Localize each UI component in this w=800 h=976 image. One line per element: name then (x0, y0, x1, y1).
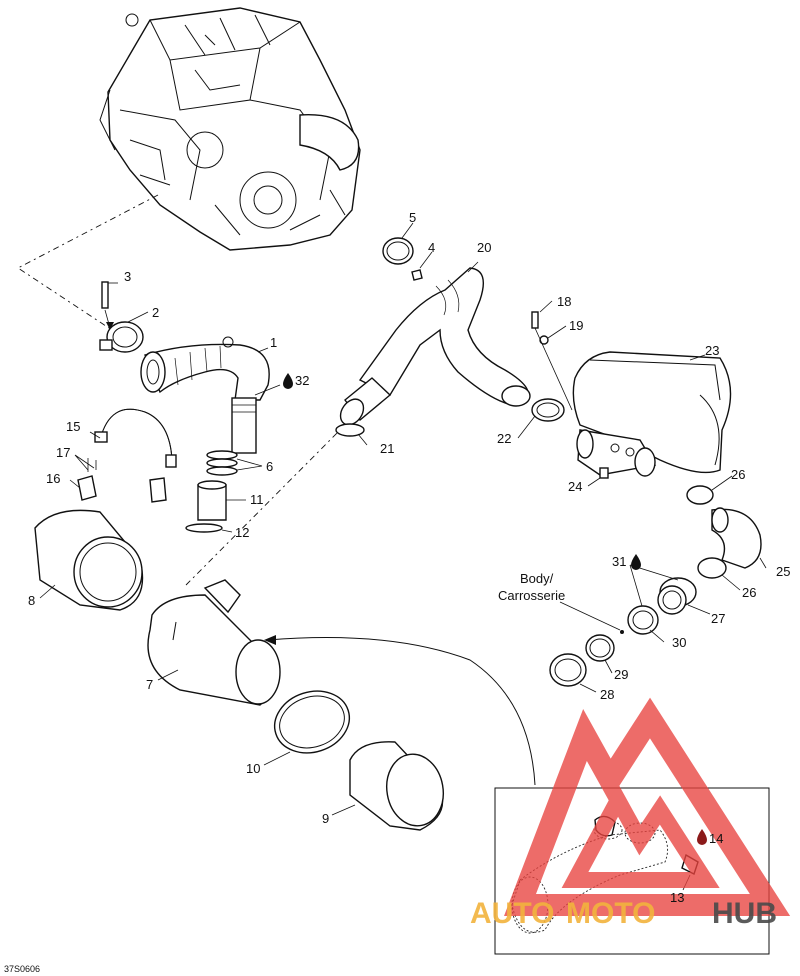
drop-icon (631, 554, 641, 570)
detail-arrow-line (267, 637, 536, 786)
part-10-clamp-ring (273, 690, 351, 754)
callout-labels: 1 2 3 4 5 6 7 8 9 10 11 12 13 14 15 16 1… (4, 210, 790, 974)
watermark-word-hub: HUB (712, 897, 777, 930)
part-1-elbow-pipe (140, 336, 270, 454)
callout-21: 21 (380, 441, 394, 456)
drawing-code: 37S0606 (4, 964, 40, 974)
part-2-clamp (99, 321, 144, 353)
callout-8: 8 (28, 593, 35, 608)
callout-32: 32 (295, 373, 309, 388)
callout-leader-lines (39, 222, 767, 816)
callout-15: 15 (66, 419, 80, 434)
callout-26a: 26 (731, 467, 745, 482)
callout-6: 6 (266, 459, 273, 474)
parts-25-26-elbow-clamps (686, 485, 762, 579)
callout-20: 20 (477, 240, 491, 255)
parts-6-11-12-gaskets-sleeve (185, 450, 238, 533)
callout-9: 9 (322, 811, 329, 826)
engine-illustration (99, 7, 361, 251)
watermark-word-auto: AUTO (470, 897, 554, 930)
body-label-line2: Carrosserie (498, 588, 565, 603)
callout-16: 16 (46, 471, 60, 486)
callout-17: 17 (56, 445, 70, 460)
part-3-bolt (101, 281, 114, 330)
part-24-plug (599, 467, 609, 479)
callout-31: 31 (612, 554, 626, 569)
drop-icon (283, 373, 293, 389)
callout-29: 29 (614, 667, 628, 682)
callout-5: 5 (409, 210, 416, 225)
callout-28: 28 (600, 687, 614, 702)
parts-15-16-17-strap-bracket (77, 408, 177, 503)
callout-12: 12 (235, 525, 249, 540)
detail-arrow-head (264, 635, 276, 645)
callout-24: 24 (568, 479, 582, 494)
callout-7: 7 (146, 677, 153, 692)
callout-1: 1 (270, 335, 277, 350)
callout-4: 4 (428, 240, 435, 255)
callout-25: 25 (776, 564, 790, 579)
callout-2: 2 (152, 305, 159, 320)
drop-icon (697, 829, 707, 845)
watermark-text: AUTO MOTO HUB (470, 897, 777, 930)
callout-27: 27 (711, 611, 725, 626)
part-8-heat-shield (34, 509, 144, 611)
body-label-line1: Body/ (520, 571, 554, 586)
part-21-ring (335, 423, 365, 437)
callout-26b: 26 (742, 585, 756, 600)
callout-3: 3 (124, 269, 131, 284)
callout-30: 30 (672, 635, 686, 650)
watermark-word-moto: MOTO (566, 897, 655, 930)
callout-14: 14 (709, 831, 723, 846)
callout-19: 19 (569, 318, 583, 333)
callout-18: 18 (557, 294, 571, 309)
part-20-exhaust-pipe (339, 267, 531, 426)
callout-13: 13 (670, 890, 684, 905)
engine-leader-line (17, 194, 159, 331)
callout-22: 22 (497, 431, 511, 446)
callout-11: 11 (250, 492, 264, 507)
automotohub-watermark (504, 697, 791, 916)
parts-18-19-bolt-washer (531, 311, 573, 411)
part-23-muffler (572, 351, 732, 477)
parts-27-30-outlet-assembly (549, 577, 697, 687)
silencer-leader-line (185, 424, 346, 586)
parts-4-5-ring-nut (382, 237, 423, 281)
part-9-cylinder (349, 741, 444, 831)
part-7-silencer (147, 579, 281, 706)
callout-10: 10 (246, 761, 260, 776)
part-22-clamp (531, 398, 565, 422)
callout-23: 23 (705, 343, 719, 358)
